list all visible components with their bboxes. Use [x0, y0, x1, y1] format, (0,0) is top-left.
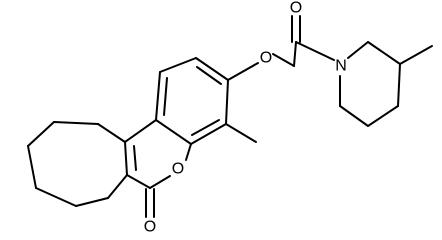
bond-methyl-3: [399, 45, 433, 65]
bond-c7b-c7a: [75, 197, 109, 207]
bond-a1-a2: [159, 57, 197, 73]
bond-ch2-cco: [293, 41, 297, 67]
bond-a6-a1: [155, 71, 161, 121]
bond-c2-c3: [367, 41, 401, 65]
bond-ringO-c6: [149, 175, 171, 189]
bond-a4-a5: [190, 123, 227, 145]
ether-oxygen-label: O: [260, 50, 272, 67]
bond-a5-a6: [155, 119, 192, 145]
bond-c7a-c6a: [107, 174, 128, 199]
bond-c3-c4: [397, 63, 401, 107]
bond-c4-c5: [367, 105, 399, 127]
amide-carbonyl-oxygen-label: O: [290, 0, 302, 17]
bond-etherO-ch2: [272, 53, 295, 67]
bond-a2-a3: [195, 57, 229, 81]
bond-c6a-c10b-inner: [133, 145, 137, 171]
bond-N-c2: [347, 41, 369, 59]
bond-a6-a1-inner: [163, 77, 168, 116]
bond-a2-a3-inner: [196, 66, 222, 85]
bond-c5-c6: [339, 105, 369, 127]
bond-methyl-4: [225, 123, 257, 143]
bond-c8-c7: [27, 145, 37, 189]
bond-cco-N: [295, 41, 335, 61]
bond-c10b-a6: [124, 119, 157, 143]
piperidine-nitrogen-label: N: [335, 58, 347, 75]
bond-c6a-c10b: [124, 141, 128, 176]
bond-c10-c9: [53, 121, 99, 125]
bond-a4-a5-inner: [191, 119, 220, 136]
bond-a3-a4: [225, 79, 229, 125]
bond-c7-c7b: [35, 187, 77, 207]
bond-c6-c6a: [126, 174, 151, 189]
bond-c10b-c10: [97, 123, 126, 143]
bond-a3-etherO: [227, 62, 259, 81]
bond-c9-c8: [27, 121, 55, 147]
ring-oxygen-label: O: [172, 161, 184, 178]
bond-c-ringO: [185, 143, 192, 161]
lactone-carbonyl-oxygen-label: O: [144, 219, 156, 236]
